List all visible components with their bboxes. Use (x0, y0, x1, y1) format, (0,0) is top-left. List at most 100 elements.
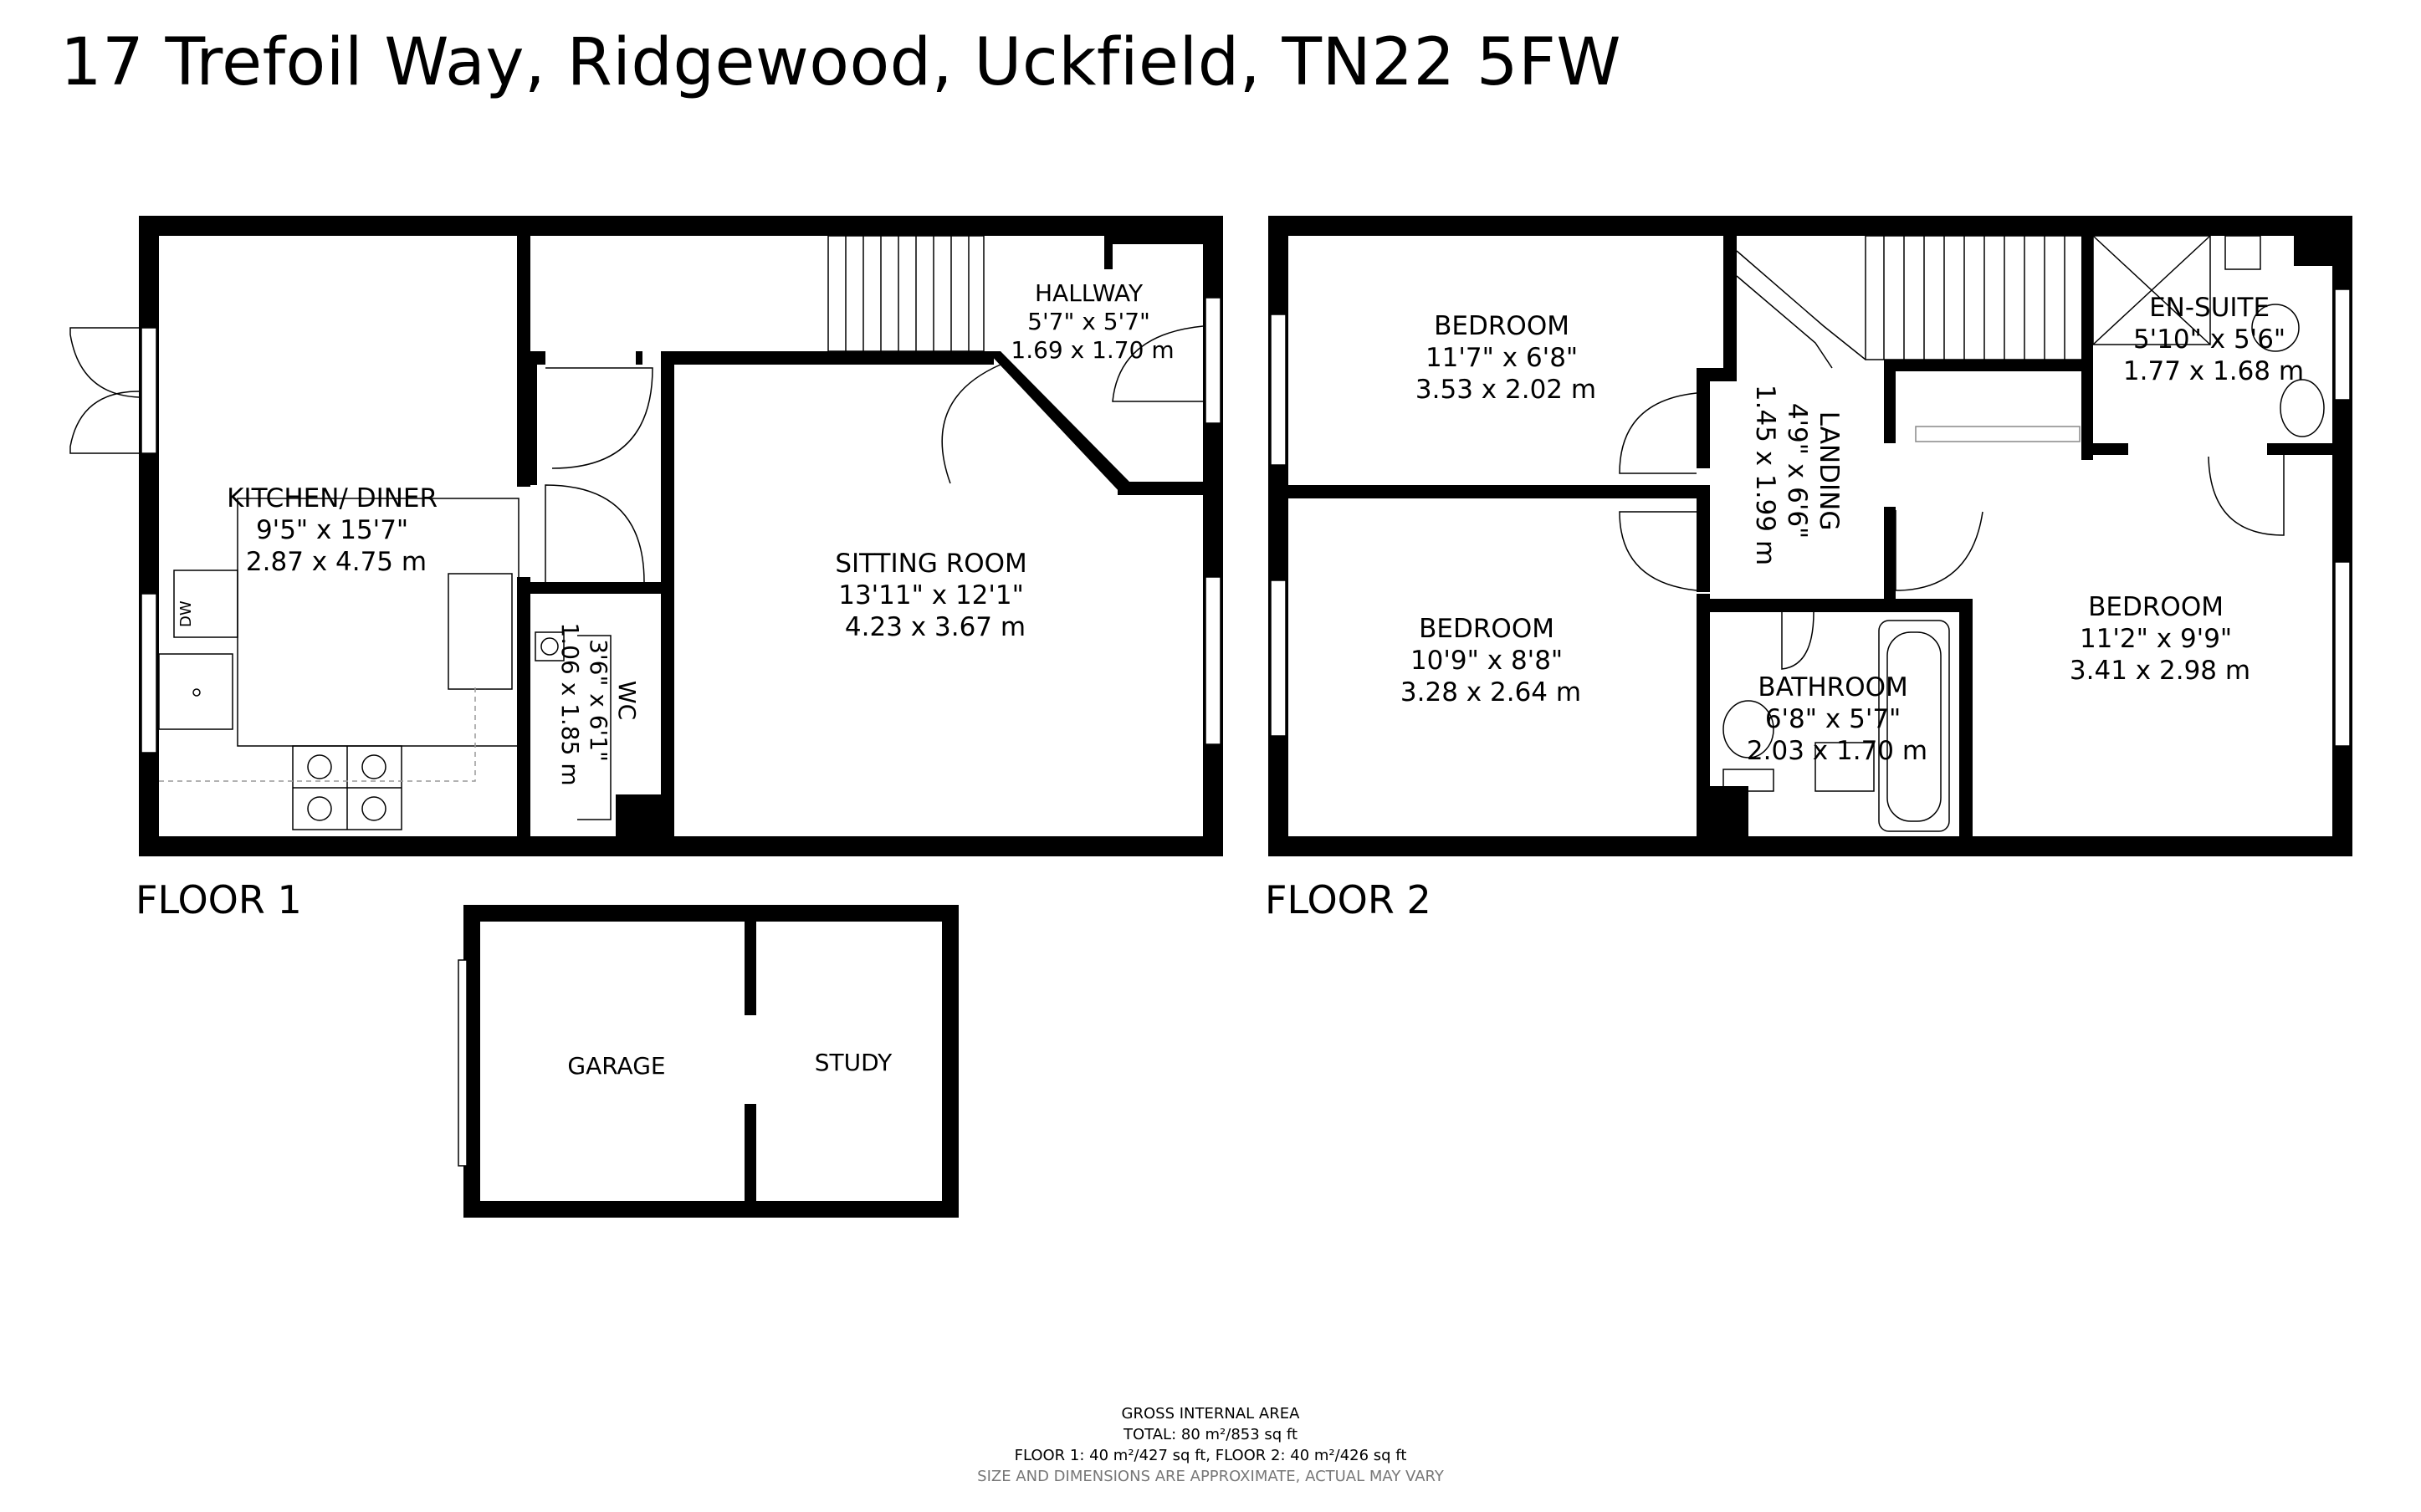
sitting-name: SITTING ROOM (835, 549, 1026, 579)
hallway-metric: 1.69 x 1.70 m (1011, 336, 1174, 364)
wc-column (616, 794, 674, 836)
area-total: TOTAL: 80 m²/853 sq ft (1123, 1426, 1298, 1443)
kitchen-window (141, 593, 157, 753)
bedroom-3-door (1895, 510, 1983, 591)
landing-wall-left-mid (1697, 498, 1710, 592)
area-floors: FLOOR 1: 40 m²/427 sq ft, FLOOR 2: 40 m²… (1015, 1447, 1407, 1464)
sitting-imperial: 13'11" x 12'1" (838, 580, 1024, 610)
hallway-cupboard-top (1104, 236, 1203, 244)
sitting-metric: 4.23 x 3.67 m (845, 612, 1026, 642)
bedroom-3-label: BEDROOM 11'2" x 9'9" 3.41 x 2.98 m (2070, 592, 2250, 686)
landing-wall-right-lower (1884, 507, 1896, 599)
floor-1-stairs (827, 235, 985, 352)
hallway-cupboard-wall (1104, 236, 1113, 269)
wc-fixtures (535, 631, 612, 820)
ensuite-fixtures (2092, 235, 2325, 437)
floor-2-corner-block (2294, 216, 2352, 266)
bedroom-2-metric: 3.28 x 2.64 m (1400, 677, 1581, 707)
sitting-room-label: SITTING ROOM 13'11" x 12'1" 4.23 x 3.67 … (835, 549, 1035, 642)
bedroom-2-wall-right (1697, 594, 1710, 836)
landing-cupboard (1915, 426, 2081, 442)
bedroom-1-name: BEDROOM (1434, 311, 1569, 341)
ensuite-metric: 1.77 x 1.68 m (2123, 356, 2304, 386)
kitchen-wall-right-lower (517, 577, 530, 836)
bathroom-metric: 2.03 x 1.70 m (1747, 736, 1927, 766)
landing-metric: 1.45 x 1.99 m (1750, 385, 1780, 565)
garage-divider-top (745, 922, 756, 1015)
ensuite-name: EN-SUITE (2149, 293, 2270, 323)
garage-divider-bottom (745, 1104, 756, 1201)
floor-2-label: FLOOR 2 (1265, 877, 1431, 922)
landing-wall-left-top (1697, 368, 1710, 468)
garage-wall-right (942, 905, 959, 1218)
bedroom-1-metric: 3.53 x 2.02 m (1415, 375, 1596, 405)
bathroom-imperial: 6'8" x 5'7" (1765, 704, 1901, 734)
bathroom-name: BATHROOM (1758, 672, 1907, 702)
wc-name: WC (613, 681, 641, 720)
garage-wall-top (463, 905, 959, 922)
floor-1-plan: DW KITCHEN/ DINER 9'5" x 15'7" 2.87 x 4.… (69, 216, 1223, 922)
bedroom-3-imperial: 11'2" x 9'9" (2080, 624, 2232, 654)
study-label: STUDY (815, 1049, 893, 1076)
landing-wall-right (1884, 360, 1896, 443)
cupboard-wall (530, 351, 537, 485)
wc-imperial: 3'6" x 6'1" (585, 639, 612, 762)
dishwasher-label: DW (177, 600, 195, 627)
kitchen-wall-right (517, 236, 530, 487)
kitchen-metric: 2.87 x 4.75 m (246, 547, 427, 577)
kitchen-name: KITCHEN/ DINER (227, 483, 438, 513)
garage-study-plan: GARAGE STUDY (458, 905, 959, 1218)
french-door-1 (69, 327, 140, 398)
ensuite-wall-left (2081, 236, 2093, 450)
ensuite-imperial: 5'10" x 5'6" (2133, 324, 2285, 355)
bedroom-3-window (2334, 561, 2351, 747)
landing-cupboard-top (1884, 360, 2093, 371)
hallway-door (1112, 325, 1204, 402)
bathroom-label: BATHROOM 6'8" x 5'7" 2.03 x 1.70 m (1747, 672, 1927, 766)
sitting-room-wall-left (661, 365, 674, 836)
bedroom-2-name: BEDROOM (1419, 614, 1554, 644)
floor-2-plan: BEDROOM 11'7" x 6'8" 3.53 x 2.02 m BEDRO… (1265, 216, 2352, 922)
stair-wall-2 (636, 351, 642, 365)
bedroom-3-name: BEDROOM (2088, 592, 2224, 622)
sitting-room-wall-top (661, 351, 994, 365)
kitchen-diner-label: KITCHEN/ DINER 9'5" x 15'7" 2.87 x 4.75 … (227, 483, 446, 577)
cupboard-door (545, 367, 653, 469)
hallway-label: HALLWAY 5'7" x 5'7" 1.69 x 1.70 m (1011, 279, 1174, 364)
area-note: SIZE AND DIMENSIONS ARE APPROXIMATE, ACT… (977, 1468, 1445, 1485)
bedroom-1-wall-right (1723, 236, 1737, 376)
ensuite-door (2208, 455, 2285, 536)
sitting-room-window (1205, 576, 1221, 745)
bedroom-2-window (1270, 580, 1287, 737)
wc-door (545, 484, 645, 583)
kitchen-units: DW (158, 498, 520, 830)
bedroom-3-wall-step (2081, 443, 2093, 460)
area-heading: GROSS INTERNAL AREA (1122, 1405, 1301, 1423)
garage-door (458, 959, 468, 1167)
floor-2-wall-top (1268, 216, 2352, 236)
floor-1-wall-bottom (139, 836, 1223, 856)
bedroom-2-door (1619, 511, 1697, 591)
ensuite-wall-bottom-2 (2267, 443, 2332, 455)
floor-1-label: FLOOR 1 (136, 877, 302, 922)
landing-imperial: 4'9" x 6'6" (1782, 403, 1812, 539)
wc-label: WC 3'6" x 6'1" 1.06 x 1.85 m (556, 622, 641, 785)
landing-name: LANDING (1814, 411, 1844, 531)
landing-label: LANDING 4'9" x 6'6" 1.45 x 1.99 m (1750, 385, 1844, 565)
floor-2-wall-bottom (1268, 836, 2352, 856)
hallway-wall-bottom (1118, 482, 1203, 495)
bathroom-wall-top (1697, 599, 1973, 612)
bedroom-2-imperial: 10'9" x 8'8" (1410, 646, 1563, 676)
wc-metric: 1.06 x 1.85 m (556, 622, 584, 785)
bathroom-door (1781, 611, 1814, 670)
ensuite-window (2334, 289, 2351, 401)
floor-1-wall-left (139, 216, 159, 856)
area-summary: GROSS INTERNAL AREA TOTAL: 80 m²/853 sq … (977, 1405, 1445, 1485)
sitting-room-door (941, 364, 1102, 484)
page-title: 17 Trefoil Way, Ridgewood, Uckfield, TN2… (60, 25, 1621, 100)
bedroom-1-wall-bottom (1288, 485, 1710, 498)
garage-wall-left (463, 905, 480, 1218)
french-door-2 (69, 391, 140, 454)
bedroom-1-window (1270, 314, 1287, 466)
